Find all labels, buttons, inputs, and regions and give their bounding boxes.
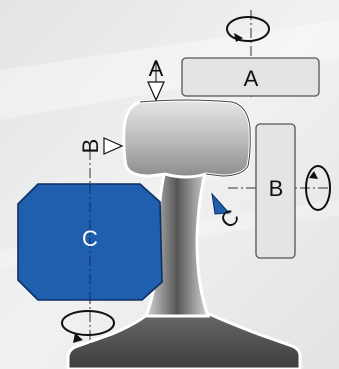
wheel-c-rotation-icon	[61, 310, 115, 343]
rail-foot	[66, 310, 302, 369]
background-streak	[0, 20, 339, 120]
marker-a-arrow	[147, 81, 165, 102]
marker-b-label: B	[78, 139, 103, 154]
wheel-b-rotation-icon	[305, 165, 331, 211]
grinding-wheel-b: B	[228, 123, 331, 259]
wheel-a-label: A	[244, 66, 259, 91]
wheel-b-body	[255, 123, 296, 259]
contact-marker-b: B	[78, 137, 124, 155]
marker-c-arrow	[211, 192, 231, 215]
contact-marker-a: A	[147, 56, 165, 102]
wheel-c-label: C	[82, 226, 98, 251]
grinding-wheel-c: C	[17, 183, 163, 343]
grinding-wheel-a: A	[181, 10, 320, 100]
marker-b-arrow	[103, 137, 124, 155]
marker-a-label: A	[149, 56, 164, 81]
wheel-a-body	[181, 57, 320, 97]
wheel-a-rotation-icon	[226, 16, 270, 42]
rail-outline	[139, 99, 251, 177]
rail-head	[122, 98, 252, 179]
wheel-b-label: B	[269, 176, 284, 201]
